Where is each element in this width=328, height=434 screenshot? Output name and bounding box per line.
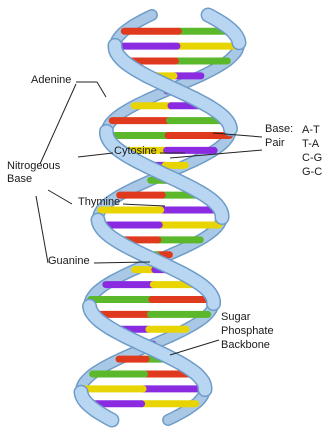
thymine-pointer: [48, 190, 72, 204]
thymine-label: Thymine: [78, 196, 120, 209]
guanine-label: Guanine: [48, 255, 90, 268]
sugar-phosphate-backbone: [81, 15, 239, 420]
nitrogenous-base-label: Nitrogeous Base: [7, 160, 60, 186]
guanine-pointer: [36, 196, 48, 263]
cytosine-label: Cytosine: [114, 145, 157, 158]
sugar-label-line1: Sugar: [221, 310, 274, 324]
pair-item: G-C: [302, 165, 322, 179]
nitrogenous-brace-top: [40, 84, 76, 164]
base-pair-label-line1: Base:: [265, 123, 293, 136]
base-pair-list: A-T T-A C-G G-C: [302, 123, 322, 179]
sugar-phosphate-backbone-label: Sugar Phosphate Backbone: [221, 310, 274, 352]
sugar-label-line2: Phosphate: [221, 324, 274, 338]
adenine-label: Adenine: [31, 74, 71, 87]
pair-item: A-T: [302, 123, 322, 137]
cytosine-pointer: [78, 153, 113, 157]
pair-item: T-A: [302, 137, 322, 151]
sugar-label-line3: Backbone: [221, 338, 274, 352]
nitrogenous-label-line1: Nitrogeous: [7, 160, 60, 173]
backbone-pointer: [170, 340, 219, 355]
adenine-pointer-2: [97, 82, 106, 97]
nitrogenous-label-line2: Base: [7, 173, 60, 186]
thymine-pointer-2: [123, 204, 165, 206]
base-pair-label-line2: Pair: [265, 137, 285, 150]
pair-item: C-G: [302, 151, 322, 165]
